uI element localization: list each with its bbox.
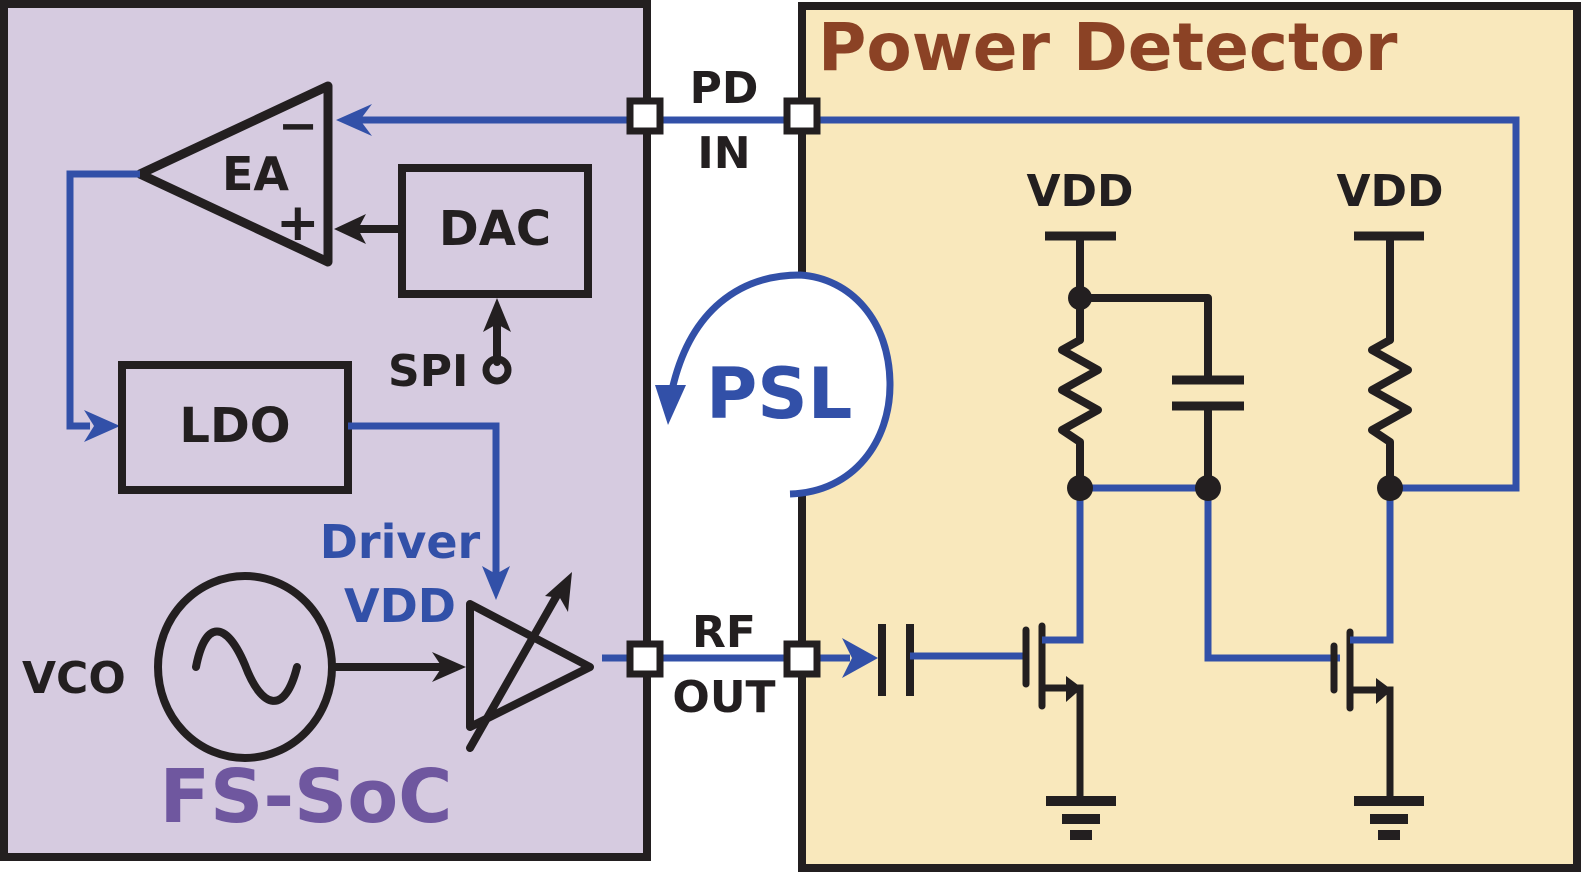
left-resistor <box>1058 336 1102 492</box>
node-dot <box>1195 475 1221 501</box>
coupling-capacitor <box>878 624 914 696</box>
ea-plus-sign: + <box>276 193 320 253</box>
fs-soc-title: FS-SoC <box>159 754 452 840</box>
variable-gain-arrow-head <box>545 572 572 612</box>
ea-minus-arrow <box>336 104 372 136</box>
driver-vdd-label-line1: Driver <box>320 515 481 569</box>
right-resistor <box>1368 336 1412 492</box>
second-gate-wire <box>1204 488 1340 662</box>
vdd-right-label: VDD <box>1336 166 1443 217</box>
spi-terminal <box>482 355 512 385</box>
vco-to-driver-arrow <box>432 652 466 682</box>
node-dot <box>1377 475 1403 501</box>
psl-label: PSL <box>706 353 852 435</box>
pd-in-wire <box>352 116 1520 492</box>
nmos-transistor-1 <box>1022 622 1084 800</box>
cap-top-wire <box>1076 294 1212 382</box>
ea-label: EA <box>222 147 289 201</box>
nmos-transistor-2 <box>1330 628 1394 800</box>
vdd-left-label: VDD <box>1026 166 1133 217</box>
ldo-label: LDO <box>179 398 290 454</box>
node-dot <box>1068 286 1092 310</box>
psl-loop-arc <box>668 271 894 498</box>
spi-label: SPI <box>388 346 468 397</box>
pd-in-pad-detector <box>783 97 821 135</box>
driver-vdd-arrow <box>482 566 510 600</box>
pd-in-pad-soc <box>626 97 664 135</box>
ldo-to-driver-wire <box>348 422 500 580</box>
vco-sine-icon <box>192 627 301 705</box>
ldo-input-arrow <box>84 410 120 442</box>
pd-in-label-line2: IN <box>697 128 750 179</box>
ea-to-ldo-wire <box>66 170 140 430</box>
dac-label: DAC <box>439 201 551 257</box>
rf-out-pad-detector <box>783 640 821 678</box>
ea-minus-sign: − <box>278 98 318 154</box>
dac-to-ea-arrow <box>334 214 366 244</box>
rf-out-arrow <box>842 638 878 678</box>
ground-icon <box>1046 796 1116 840</box>
pd-in-label-line1: PD <box>690 63 759 114</box>
spi-arrow <box>483 298 511 332</box>
power-detector-title: Power Detector <box>818 9 1398 86</box>
error-amplifier <box>135 81 333 267</box>
vco-label: VCO <box>22 653 126 704</box>
rf-out-pad-soc <box>626 640 664 678</box>
node-dot <box>1067 475 1093 501</box>
rf-out-label-line1: RF <box>692 607 756 658</box>
variable-gain-arrow-shaft <box>466 586 564 752</box>
ground-icon <box>1354 796 1424 840</box>
power-detector-block <box>798 2 1581 872</box>
rf-out-label-line2: OUT <box>672 672 775 723</box>
psl-arrow-head <box>655 385 686 425</box>
driver-vdd-label-line2: VDD <box>344 579 456 633</box>
